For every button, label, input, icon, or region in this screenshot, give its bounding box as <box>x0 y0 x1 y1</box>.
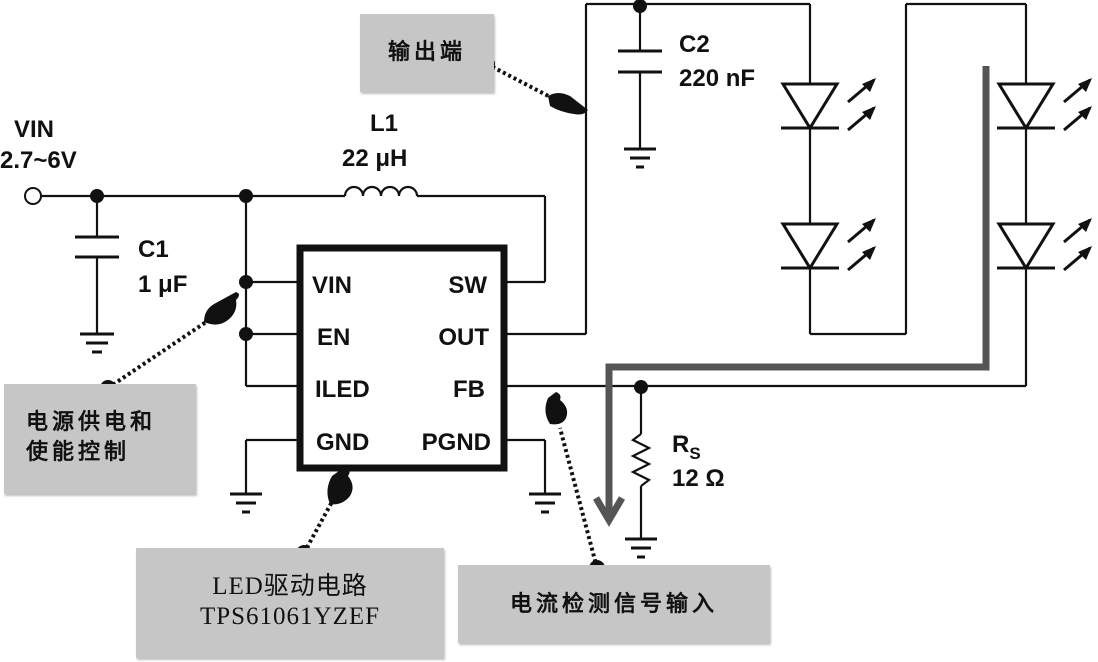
callout-power-enable-line2: 使能控制 <box>26 440 131 465</box>
callout-driver-line2: TPS61061YZEF <box>199 603 381 630</box>
rs-value: 12 Ω <box>672 465 725 492</box>
ground-icon <box>529 492 561 514</box>
capacitor-c1 <box>75 196 119 333</box>
led-icon <box>996 218 1092 272</box>
out-wire <box>504 2 1028 386</box>
gnd-wire <box>244 438 300 494</box>
callout-output-text: 输出端 <box>387 40 466 65</box>
pin-gnd: GND <box>316 429 369 456</box>
rs-name: RS <box>672 431 701 463</box>
junction-dot <box>239 327 253 341</box>
pointing-hand-icon <box>327 466 353 505</box>
callout-driver-line1: LED驱动电路 <box>212 573 368 600</box>
ground-icon <box>624 147 656 169</box>
c1-name: C1 <box>138 236 169 263</box>
pointing-hand-icon <box>204 292 239 325</box>
junction-dot <box>239 275 253 289</box>
ground-icon <box>230 492 262 514</box>
pointing-hand-icon <box>548 93 588 115</box>
callout-current-sense-text: 电流检测信号输入 <box>509 592 718 617</box>
pointer-driver <box>296 466 353 561</box>
chip-tps61061 <box>296 244 508 472</box>
ground-icon <box>80 332 114 354</box>
resistor-rs <box>630 387 652 538</box>
pointer-output <box>479 56 588 115</box>
pin-sw: SW <box>448 272 487 299</box>
callout-output: 输出端 <box>360 14 494 92</box>
pin-out: OUT <box>438 324 489 351</box>
ground-icon <box>625 537 657 559</box>
pin-vin: VIN <box>312 272 352 299</box>
pointer-power-enable <box>100 292 239 396</box>
callout-power-enable-line1: 电源供电和 <box>26 410 157 435</box>
vin-label: VIN <box>14 116 54 143</box>
pointer-current-sense <box>545 392 605 576</box>
led-icon <box>780 218 876 272</box>
led-array <box>780 78 1092 272</box>
vin-range: 2.7~6V <box>0 147 77 174</box>
pin-iled: ILED <box>315 376 370 403</box>
c1-value: 1 μF <box>138 271 187 298</box>
vin-terminal <box>24 187 42 205</box>
inductor-l1 <box>343 185 547 284</box>
pgnd-wire <box>504 438 547 494</box>
pin-fb: FB <box>453 376 485 403</box>
current-flow-arrow <box>592 66 990 527</box>
led-icon <box>780 78 876 132</box>
callout-driver: LED驱动电路 TPS61061YZEF <box>136 548 444 658</box>
callout-current-sense: 电流检测信号输入 <box>458 565 770 643</box>
pointing-hand-icon <box>545 392 568 425</box>
pin-pgnd: PGND <box>422 429 491 456</box>
callout-power-enable: 电源供电和 使能控制 <box>4 384 196 494</box>
capacitor-c2 <box>618 6 662 148</box>
l1-name: L1 <box>370 110 398 137</box>
led-icon <box>996 78 1092 132</box>
pin-en: EN <box>317 324 350 351</box>
c2-name: C2 <box>679 31 710 58</box>
l1-value: 22 μH <box>342 145 407 172</box>
c2-value: 220 nF <box>679 65 755 92</box>
